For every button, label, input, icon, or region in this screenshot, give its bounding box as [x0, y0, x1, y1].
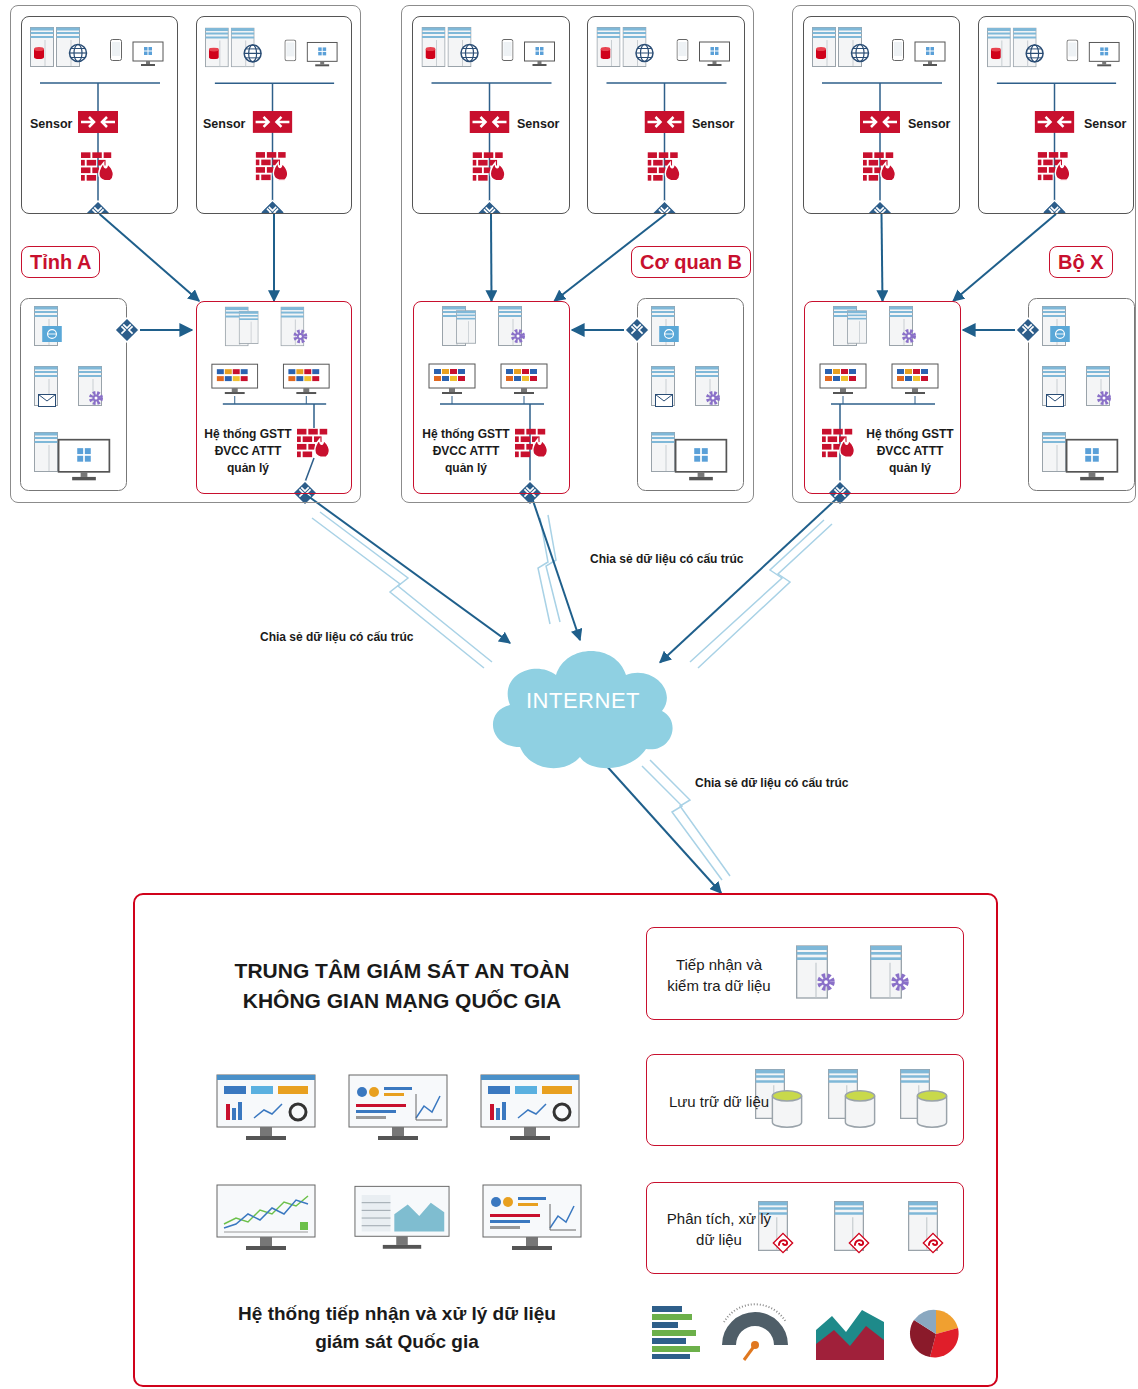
- sensor-box: Sensor: [587, 16, 745, 214]
- sensor-box: Sensor: [21, 16, 178, 214]
- node-text: Sensor: [517, 116, 559, 132]
- monitoring-box: Hệ thống GSTT ĐVCC ATTT quản lý: [413, 301, 570, 494]
- node-text: Sensor: [908, 116, 950, 132]
- monitoring-box: Hệ thống GSTT ĐVCC ATTT quản lý: [804, 301, 961, 494]
- node-text: Sensor: [692, 116, 734, 132]
- data-arrow: [273, 214, 275, 301]
- data-arrow: [490, 214, 493, 301]
- data-arrow: [882, 214, 883, 301]
- sensor-box: Sensor: [803, 16, 960, 214]
- node-text: Sensor: [30, 116, 72, 132]
- sensor-box: Sensor: [412, 16, 570, 214]
- cloud-shape: INTERNET: [480, 625, 680, 775]
- node-text: Lưu trữ dữ liệu: [659, 1055, 779, 1147]
- node-text: Hệ thống GSTT ĐVCC ATTT quản lý: [199, 426, 297, 477]
- node-text: Phân tích, xử lý dữ liệu: [659, 1183, 779, 1275]
- node-text: Hệ thống GSTT ĐVCC ATTT quản lý: [417, 426, 515, 477]
- region-box: Bộ X Sensor Sensor Hệ thống GSTT ĐVCC ATTT …: [792, 5, 1136, 503]
- monitoring-box: Hệ thống GSTT ĐVCC ATTT quản lý: [196, 301, 352, 494]
- function-box: Tiếp nhận và kiểm tra dữ liệu: [646, 927, 964, 1020]
- center-box: TRUNG TÂM GIÁM SÁT AN TOÀN KHÔNG GIAN MẠ…: [133, 893, 998, 1387]
- data-arrow: [305, 494, 510, 643]
- function-box: Phân tích, xử lý dữ liệu: [646, 1182, 964, 1274]
- data-arrow: [660, 494, 842, 663]
- node-text: Tỉnh A: [21, 246, 100, 278]
- region-box: Tỉnh A Sensor Sensor Hệ thống GSTT ĐVCC ATT…: [10, 5, 361, 503]
- edge-label: Chia sẻ dữ liệu có cấu trúc: [588, 552, 745, 567]
- sensor-box: Sensor: [196, 16, 352, 214]
- node-text: Hệ thống GSTT ĐVCC ATTT quản lý: [862, 426, 958, 477]
- sensor-box: Sensor: [978, 16, 1134, 214]
- data-arrow: [100, 214, 200, 301]
- node-text: Cơ quan B: [631, 246, 751, 278]
- node-text: TRUNG TÂM GIÁM SÁT AN TOÀN KHÔNG GIAN MẠ…: [207, 956, 597, 1016]
- function-box: Lưu trữ dữ liệu: [646, 1054, 964, 1146]
- node-text: Hệ thống tiếp nhận và xử lý dữ liệu giám…: [238, 1300, 556, 1356]
- data-arrow: [953, 214, 1056, 301]
- edge-label: Chia sẻ dữ liệu có cấu trúc: [693, 776, 850, 791]
- region-box: Cơ quan B Sensor Sensor Hệ thống GSTT ĐVCC …: [401, 5, 754, 503]
- node-text: Tiếp nhận và kiểm tra dữ liệu: [659, 928, 779, 1021]
- edge-label: Chia sẻ dữ liệu có cấu trúc: [258, 630, 415, 645]
- node-text: INTERNET: [483, 688, 683, 714]
- node-text: Bộ X: [1049, 246, 1113, 278]
- data-arrow: [531, 494, 580, 640]
- node-text: Sensor: [203, 116, 245, 132]
- node-text: Sensor: [1084, 116, 1126, 132]
